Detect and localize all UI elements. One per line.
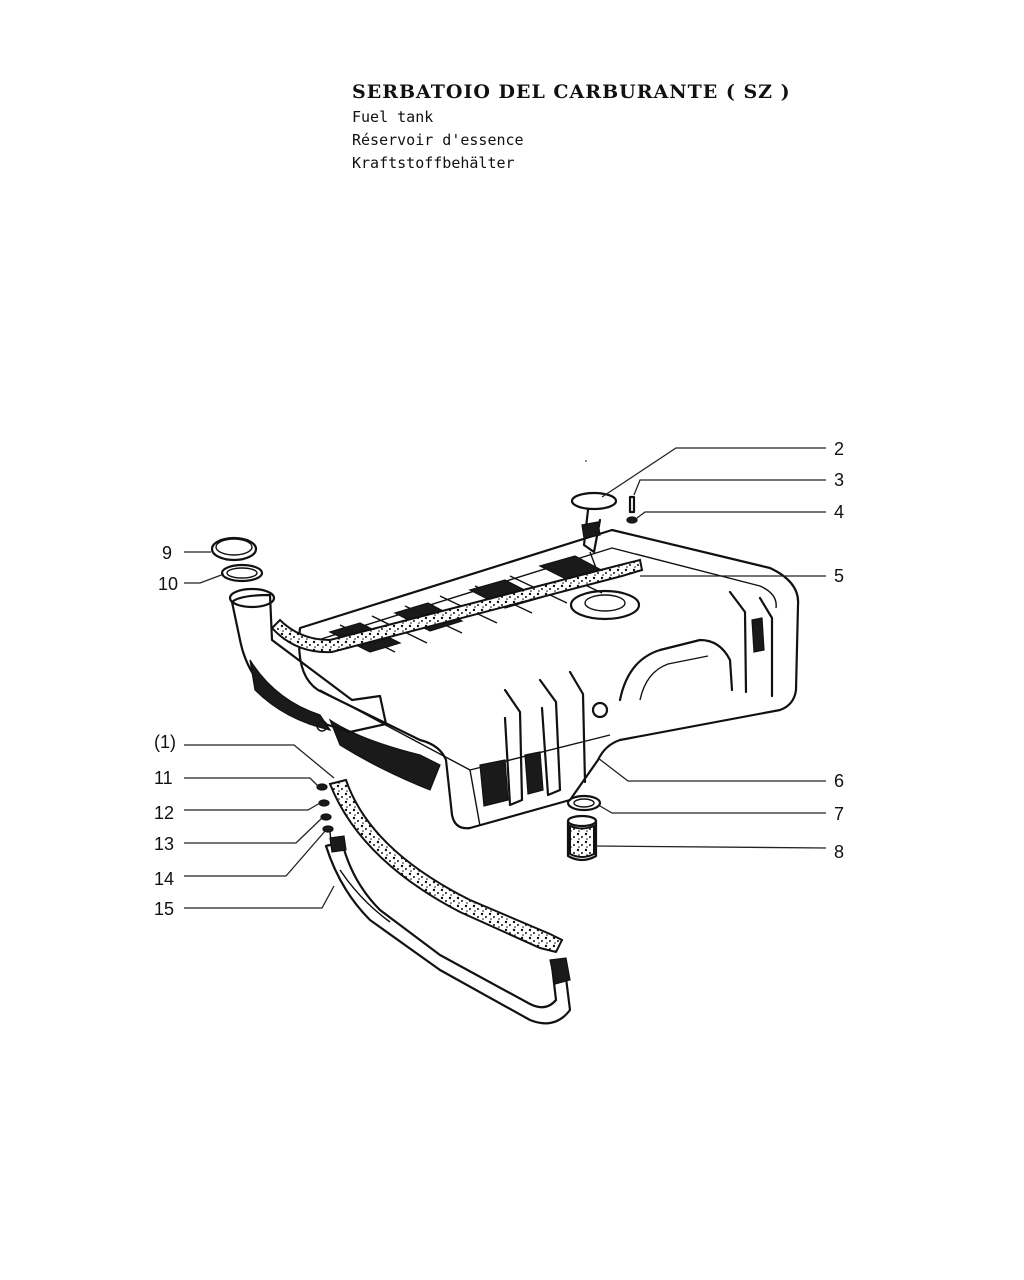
callout-8: 8 xyxy=(834,842,844,862)
strap-bolt-hardware xyxy=(316,783,334,851)
leader-12 xyxy=(184,802,321,811)
leader-13 xyxy=(184,817,323,844)
subtitle-french: Réservoir d'essence xyxy=(352,131,524,149)
filler-cap xyxy=(210,536,258,562)
diagram-title: SERBATOIO DEL CARBURANTE ( SZ ) xyxy=(352,81,791,103)
callout-14: 14 xyxy=(154,869,174,889)
filter-gasket xyxy=(566,794,602,812)
tank-strap xyxy=(324,835,572,1025)
sender-screw xyxy=(628,495,636,514)
callout-15: 15 xyxy=(154,899,174,919)
callout-3: 3 xyxy=(834,470,844,490)
sender-washer xyxy=(626,516,638,524)
leader-lines xyxy=(184,447,827,909)
leader-3 xyxy=(633,479,826,496)
callout-4: 4 xyxy=(834,502,844,522)
callout-12: 12 xyxy=(154,803,174,823)
speck-mark xyxy=(585,460,587,462)
subtitle-german: Kraftstoffbehälter xyxy=(352,154,515,172)
leader-14 xyxy=(184,829,327,877)
callout-13: 13 xyxy=(154,834,174,854)
callout-7: 7 xyxy=(834,804,844,824)
callout-labels: 2 3 4 5 6 7 8 9 10 (1) 11 12 13 14 15 xyxy=(154,439,844,919)
leader-4 xyxy=(636,511,826,519)
fuel-gauge-sender xyxy=(570,491,618,569)
filler-neck xyxy=(228,587,388,734)
leader-11 xyxy=(184,777,319,787)
leader-15 xyxy=(184,885,335,909)
callout-9: 9 xyxy=(162,543,172,563)
leader-10 xyxy=(184,573,225,584)
callout-1: (1) xyxy=(154,732,176,752)
leader-1 xyxy=(184,744,335,779)
leader-8 xyxy=(595,845,827,849)
strap-pad xyxy=(328,778,564,954)
fuel-filter xyxy=(566,814,598,862)
callout-5: 5 xyxy=(834,566,844,586)
title-block: SERBATOIO DEL CARBURANTE ( SZ ) Fuel tan… xyxy=(352,78,791,175)
callout-6: 6 xyxy=(834,771,844,791)
leader-6 xyxy=(597,757,826,782)
fuel-tank-body xyxy=(298,528,800,830)
callout-2: 2 xyxy=(834,439,844,459)
leader-2 xyxy=(601,447,826,498)
callout-11: 11 xyxy=(154,768,173,788)
leader-7 xyxy=(599,805,826,814)
subtitle-english: Fuel tank xyxy=(352,108,434,126)
vent-hose xyxy=(270,558,644,654)
callout-10: 10 xyxy=(158,574,178,594)
filler-seal xyxy=(220,563,264,583)
